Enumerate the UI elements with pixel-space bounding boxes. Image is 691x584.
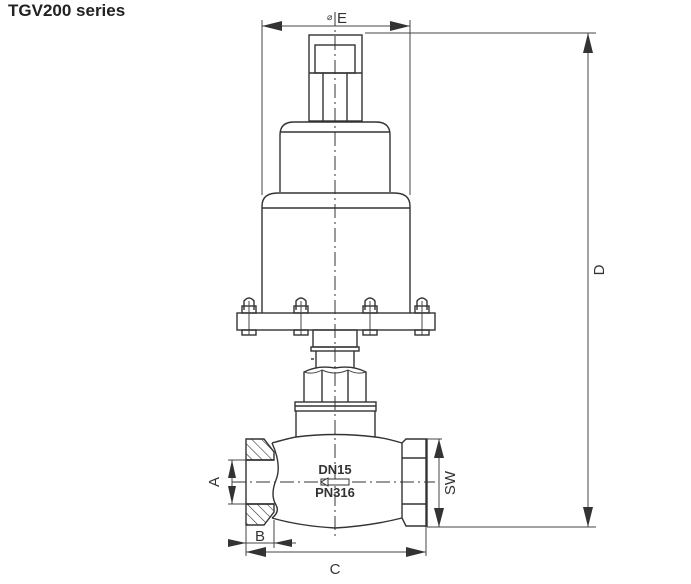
dimension-d: D xyxy=(365,32,608,528)
actuator-upper-housing xyxy=(279,121,391,192)
dimension-d-label: D xyxy=(591,264,608,275)
bolt-1 xyxy=(241,297,257,336)
actuator-cap xyxy=(308,34,363,122)
dimension-sw: SW xyxy=(427,438,459,527)
valve-neck xyxy=(310,329,360,368)
dimension-e: ⌀ E xyxy=(261,10,411,195)
valve-body-break-line xyxy=(271,442,279,519)
marking-pn: PN316 xyxy=(315,485,355,500)
bolt-4 xyxy=(414,297,430,336)
marking-dn: DN15 xyxy=(318,462,351,477)
bonnet-collar xyxy=(294,401,377,437)
dimension-b: B xyxy=(228,520,296,556)
diameter-symbol: ⌀ xyxy=(327,12,333,22)
dimension-a-label: A xyxy=(206,477,223,487)
dimension-e-label: E xyxy=(337,10,347,27)
right-hex-nut xyxy=(401,438,428,527)
valve-body-top xyxy=(271,433,403,444)
dimension-c-label: C xyxy=(330,561,341,578)
dimension-a: A xyxy=(206,459,246,505)
actuator-main-housing xyxy=(261,192,411,313)
bonnet-hex-nut xyxy=(303,366,367,402)
flow-direction-arrow xyxy=(319,477,350,487)
dimension-sw-label: SW xyxy=(442,470,459,495)
dimension-b-label: B xyxy=(255,528,265,545)
bolt-3 xyxy=(362,297,378,336)
valve-body-bottom xyxy=(271,517,403,529)
left-port-section xyxy=(245,438,275,526)
dimension-c: C xyxy=(246,527,427,578)
bolt-2 xyxy=(293,297,309,336)
flange-plate xyxy=(236,312,436,331)
drawing-title: TGV200 series xyxy=(8,1,126,20)
